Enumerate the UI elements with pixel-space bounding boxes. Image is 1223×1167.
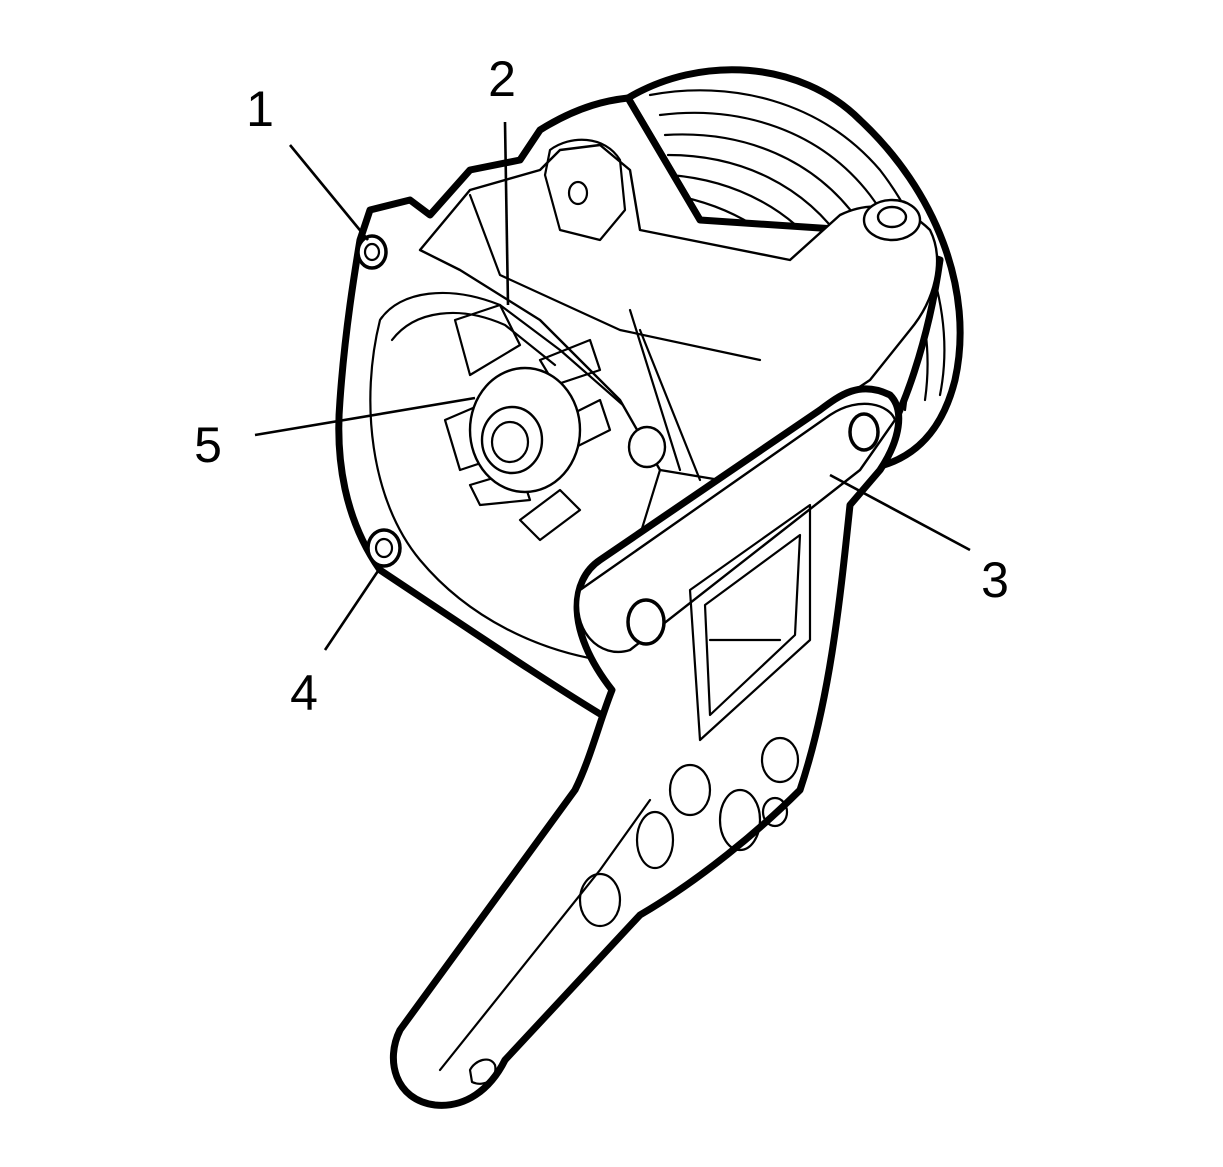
mounting-arm xyxy=(389,385,903,1109)
seal-ring-bottom xyxy=(366,528,402,568)
leader-lines xyxy=(254,121,971,651)
callout-label-2: 2 xyxy=(488,51,516,107)
callout-label-5: 5 xyxy=(194,417,222,473)
seal-ring-top xyxy=(356,234,388,270)
callout-label-4: 4 xyxy=(290,665,318,721)
support-bracket xyxy=(418,138,939,482)
callout-label-3: 3 xyxy=(981,552,1009,608)
impeller-hub xyxy=(443,303,667,542)
callout-label-1: 1 xyxy=(246,81,274,137)
